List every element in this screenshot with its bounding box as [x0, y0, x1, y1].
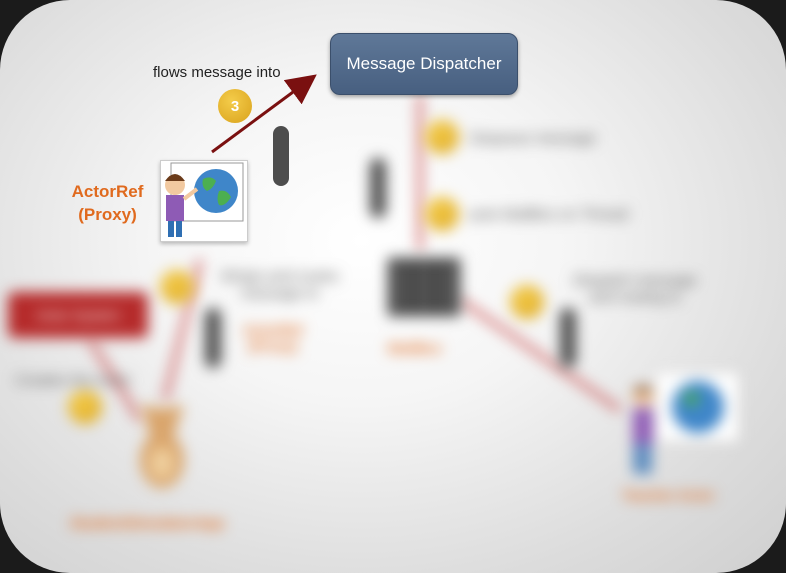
actorref-proxy-orange-label: ActorRef (Proxy) — [243, 322, 303, 354]
sequence-bar-mid — [370, 158, 386, 218]
message-dispatcher-box: Message Dispatcher — [330, 33, 518, 95]
actorref-line1: ActorRef — [71, 182, 144, 201]
teacher-actor-label: Teacher Actor — [622, 487, 715, 503]
blurred-step-badge — [425, 120, 459, 154]
sequence-bar-left — [205, 308, 221, 368]
teacher-globe-illustration — [160, 160, 248, 242]
wraps-routes-label: Wraps and routes message to — [220, 268, 340, 302]
actorref-line2: (Proxy) — [78, 205, 137, 224]
message-dispatcher-label: Message Dispatcher — [346, 54, 502, 73]
blurred-connector-left — [163, 259, 202, 401]
blurred-step-badge — [68, 390, 102, 424]
student-simulator-label: StudentSimulatorApp — [70, 515, 225, 532]
dispatch-routing-label: Dispatch message and routing to — [573, 272, 697, 306]
actor-system-label: Actor System — [36, 307, 120, 323]
creates-actor-label: Creates the Actor — [15, 372, 131, 389]
teacher-actor-globe-icon — [655, 372, 739, 442]
mailbox-label: MailBox — [388, 340, 442, 356]
sequence-bar-top — [273, 126, 289, 186]
blurred-connector-right — [458, 298, 622, 412]
sequence-bar-right — [560, 308, 576, 368]
dequeue-label: Dequeue message — [470, 130, 596, 147]
teacher-globe-icon — [165, 162, 244, 237]
actor-system-box: Actor System — [8, 292, 148, 338]
step-badge-3: 3 — [218, 89, 252, 123]
mailbox-icon — [388, 258, 460, 316]
flows-message-label: flows message into — [153, 64, 281, 81]
student-bear-icon — [135, 405, 190, 490]
mailbox-thread-label: puts MailBox on Thread — [470, 206, 629, 223]
flow-arrow — [211, 74, 317, 154]
blurred-step-badge — [425, 197, 459, 231]
blurred-step-badge — [510, 285, 544, 319]
teacher-actor-figure-icon — [628, 382, 658, 477]
actorref-proxy-label: ActorRef (Proxy) — [55, 180, 160, 226]
blurred-connector-red — [88, 338, 142, 422]
blurred-step-badge — [160, 270, 194, 304]
